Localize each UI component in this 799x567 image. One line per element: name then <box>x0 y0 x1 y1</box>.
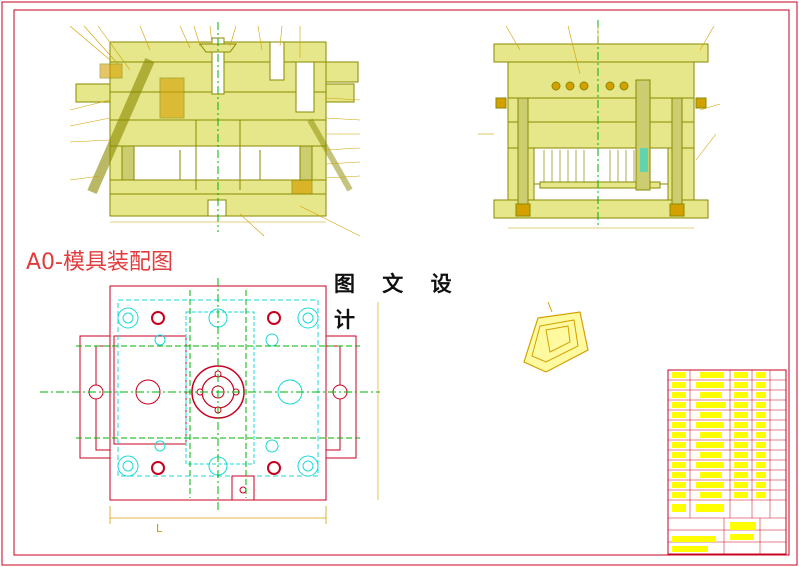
side-section-view <box>478 20 721 229</box>
dimension-label: L <box>156 522 163 535</box>
part-isometric <box>523 301 589 373</box>
front-section-view <box>69 22 361 237</box>
drawing-caption: A0-模具装配图 <box>26 250 173 275</box>
sheet-frame-inner <box>13 9 790 556</box>
watermark: 图 文 设 计 <box>328 266 480 332</box>
plan-view: L <box>40 278 380 535</box>
title-block <box>667 369 787 555</box>
